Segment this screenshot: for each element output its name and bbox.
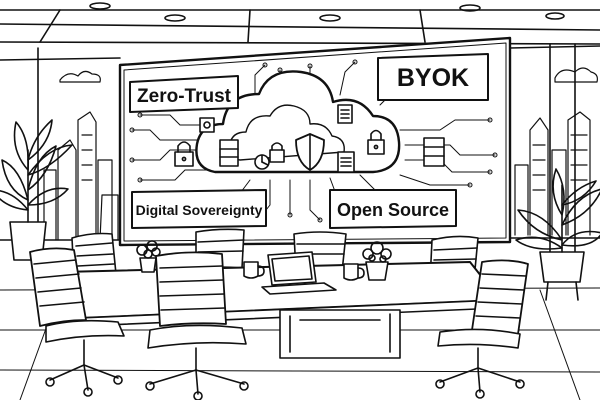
potted-plant-icon: [362, 241, 392, 281]
padlock-icon: [269, 142, 285, 163]
ceiling-light: [319, 14, 341, 22]
ceiling: [0, 2, 600, 45]
padlock-icon: [367, 129, 385, 155]
window-wall: [0, 43, 600, 281]
circuit-lines: [129, 59, 498, 223]
potted-plant-icon: [515, 168, 600, 301]
byok-label-box: [377, 53, 489, 101]
ceiling-light: [545, 12, 565, 20]
laptop-icon: [261, 251, 337, 295]
shield-icon: [295, 133, 325, 171]
ceiling-light: [459, 4, 481, 12]
byok-label: BYOK: [397, 64, 469, 92]
document-icon: [199, 117, 215, 133]
office-chair-icon: [145, 251, 249, 400]
office-chair-icon: [29, 247, 125, 397]
city-skyline-icon: [514, 67, 598, 236]
open-source-label: Open Source: [337, 200, 449, 220]
digital-sovereignty-label: Digital Sovereignty: [136, 202, 263, 218]
digital-sovereignty-label-box: [131, 189, 267, 229]
city-skyline-icon: [43, 70, 119, 241]
coffee-mug-icon: [343, 263, 365, 281]
ceiling-light: [89, 2, 111, 10]
potted-plant-icon: [136, 240, 161, 273]
server-icon: [219, 139, 239, 167]
padlock-icon: [174, 141, 194, 167]
chart-icon: [254, 154, 270, 170]
server-icon: [423, 137, 445, 167]
ceiling-light: [164, 14, 186, 22]
zero-trust-label: Zero-Trust: [137, 86, 232, 107]
coffee-mug-icon: [243, 261, 265, 279]
open-source-label-box: [329, 189, 457, 229]
zero-trust-label-box: [129, 75, 239, 113]
document-icon: [337, 104, 353, 124]
office-chair-icon: [435, 259, 529, 399]
potted-plant-icon: [0, 119, 73, 261]
document-icon: [337, 151, 355, 173]
